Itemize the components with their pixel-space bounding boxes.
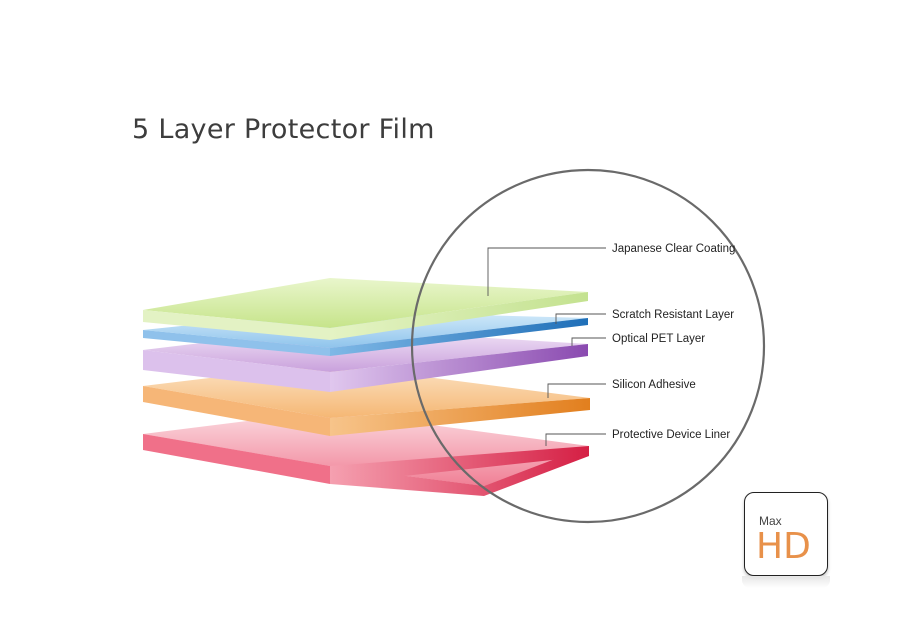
layer-4-front (143, 386, 330, 436)
layer-3-front (143, 350, 330, 392)
layer-4-front-right (330, 398, 590, 436)
leader-lines (487, 247, 606, 446)
layer-protective-device-liner (143, 411, 589, 496)
layer-5-front (143, 434, 330, 484)
layer-1-front (143, 310, 330, 340)
layer-2-front-right (330, 318, 588, 356)
max-hd-badge: Max HD (744, 492, 828, 576)
layer-2-front (143, 330, 330, 356)
leader-line-optical-pet (571, 337, 606, 346)
leader-line-silicon-adhesive (547, 383, 606, 398)
label-japanese-clear-coating: Japanese Clear Coating (612, 243, 735, 255)
layer-5-front-right (330, 446, 589, 496)
leader-line-protective-liner (545, 433, 606, 446)
page-title: 5 Layer Protector Film (132, 114, 435, 145)
layer-3-front-right (330, 344, 588, 392)
label-optical-pet-layer: Optical PET Layer (612, 333, 705, 345)
badge-reflection (742, 576, 830, 588)
layer-1-top (143, 278, 588, 328)
label-silicon-adhesive: Silicon Adhesive (612, 379, 696, 391)
layer-japanese-clear-coating (143, 278, 588, 340)
label-protective-device-liner: Protective Device Liner (612, 429, 730, 441)
leader-line-japanese-clear-coating (487, 247, 606, 296)
label-scratch-resistant-layer: Scratch Resistant Layer (612, 309, 734, 321)
magnifier-circle (410, 168, 766, 524)
badge-big-text: HD (756, 526, 811, 567)
leader-line-scratch-resistant (555, 313, 606, 324)
badge-small-text: Max (759, 514, 782, 528)
layer-1-front-right (330, 292, 588, 340)
